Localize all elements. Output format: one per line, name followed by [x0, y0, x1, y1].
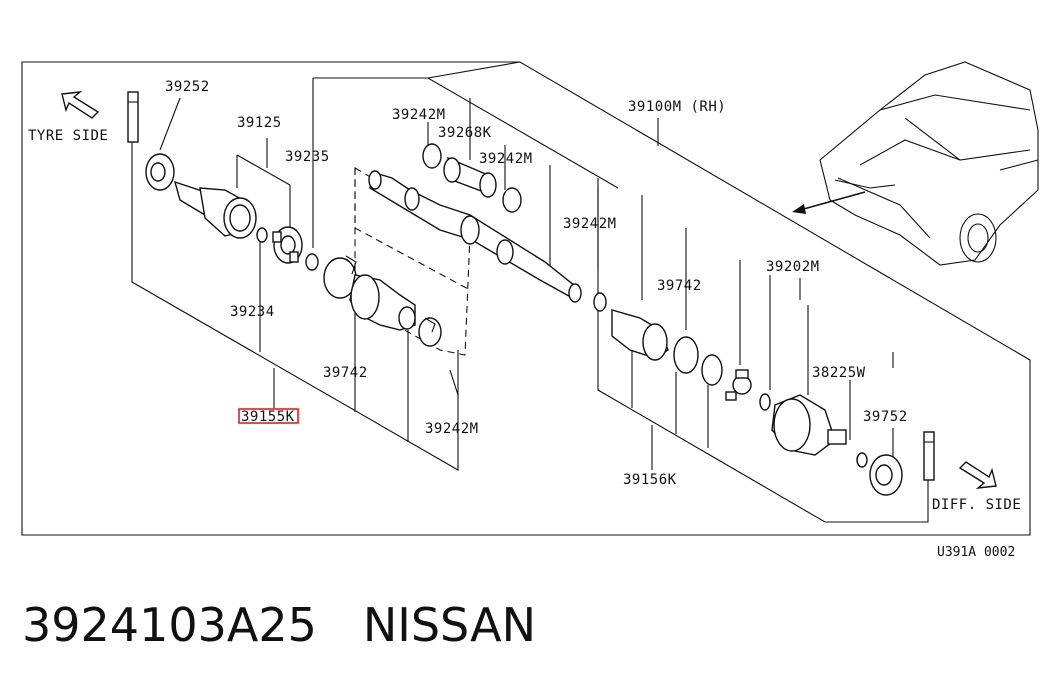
outer-joint-icon — [173, 180, 257, 239]
figure-code: U391A 0002 — [937, 545, 1016, 560]
part-number: 3924103A25 — [22, 598, 317, 652]
part-label-39155k[interactable]: 39155K — [241, 409, 295, 425]
part-label-39234[interactable]: 39234 — [230, 304, 275, 320]
footer: 3924103A25 NISSAN — [22, 598, 582, 652]
diff-side-arrow-icon — [958, 461, 997, 489]
part-label-39242m-damper[interactable]: 39242M — [479, 151, 533, 167]
drive-shaft-icon — [368, 170, 582, 303]
tyre-side-arrow-icon — [61, 91, 100, 119]
boot-inner-icon — [611, 309, 669, 361]
part-label-39156k[interactable]: 39156K — [623, 472, 677, 488]
damper-clamp-left-icon — [422, 143, 442, 169]
vehicle-sketch — [819, 61, 1039, 266]
part-label-39752[interactable]: 39752 — [863, 409, 908, 425]
part-label-39100m[interactable]: 39100M (RH) — [628, 99, 726, 115]
inner-joint-housing-icon — [771, 394, 847, 456]
clamp-39242m-inner-icon — [593, 292, 607, 312]
location-arrow — [792, 191, 866, 214]
oil-seal-39752-icon — [869, 454, 903, 496]
exploded-parts-diagram: TYRE SIDE DIFF. SIDE 39252 39125 39235 3… — [21, 61, 1039, 536]
tyre-side-label: TYRE SIDE — [28, 128, 108, 144]
part-label-38225w[interactable]: 38225W — [812, 365, 866, 381]
part-label-39235[interactable]: 39235 — [285, 149, 330, 165]
part-label-39125[interactable]: 39125 — [237, 115, 282, 131]
diagram-frame — [21, 61, 1031, 536]
part-label-39242m-top[interactable]: 39242M — [392, 107, 446, 123]
pin-left-icon — [127, 91, 139, 143]
spider-assembly-icon — [725, 369, 752, 401]
damper-clamp-right-icon — [502, 187, 522, 213]
boot-icon — [349, 274, 416, 331]
snap-ring-39235-icon — [305, 253, 319, 271]
part-label-39242m-inner[interactable]: 39242M — [563, 216, 617, 232]
diff-side-label: DIFF. SIDE — [932, 497, 1021, 513]
washer-39252-icon — [145, 153, 175, 191]
dynamic-damper-icon — [443, 156, 497, 198]
part-label-39742-inner[interactable]: 39742 — [657, 278, 702, 294]
part-label-39242m-outer[interactable]: 39242M — [425, 421, 479, 437]
part-label-39252[interactable]: 39252 — [165, 79, 210, 95]
highlight-box — [238, 408, 299, 424]
bearing-39125-icon — [272, 226, 303, 264]
part-label-39268k[interactable]: 39268K — [438, 125, 492, 141]
leader-lines — [131, 61, 929, 523]
band-clamp-small-icon — [418, 317, 442, 347]
ring-clamp-icon — [701, 354, 723, 386]
band-39742-icon — [673, 336, 699, 374]
snap-ring-inner-icon — [759, 393, 771, 411]
circlip-38225w-icon — [856, 452, 868, 468]
pin-right-icon — [923, 431, 935, 481]
brand-name: NISSAN — [362, 598, 536, 652]
part-label-39202m[interactable]: 39202M — [766, 259, 820, 275]
snap-ring-icon — [256, 227, 268, 243]
part-label-39742-outer[interactable]: 39742 — [323, 365, 368, 381]
